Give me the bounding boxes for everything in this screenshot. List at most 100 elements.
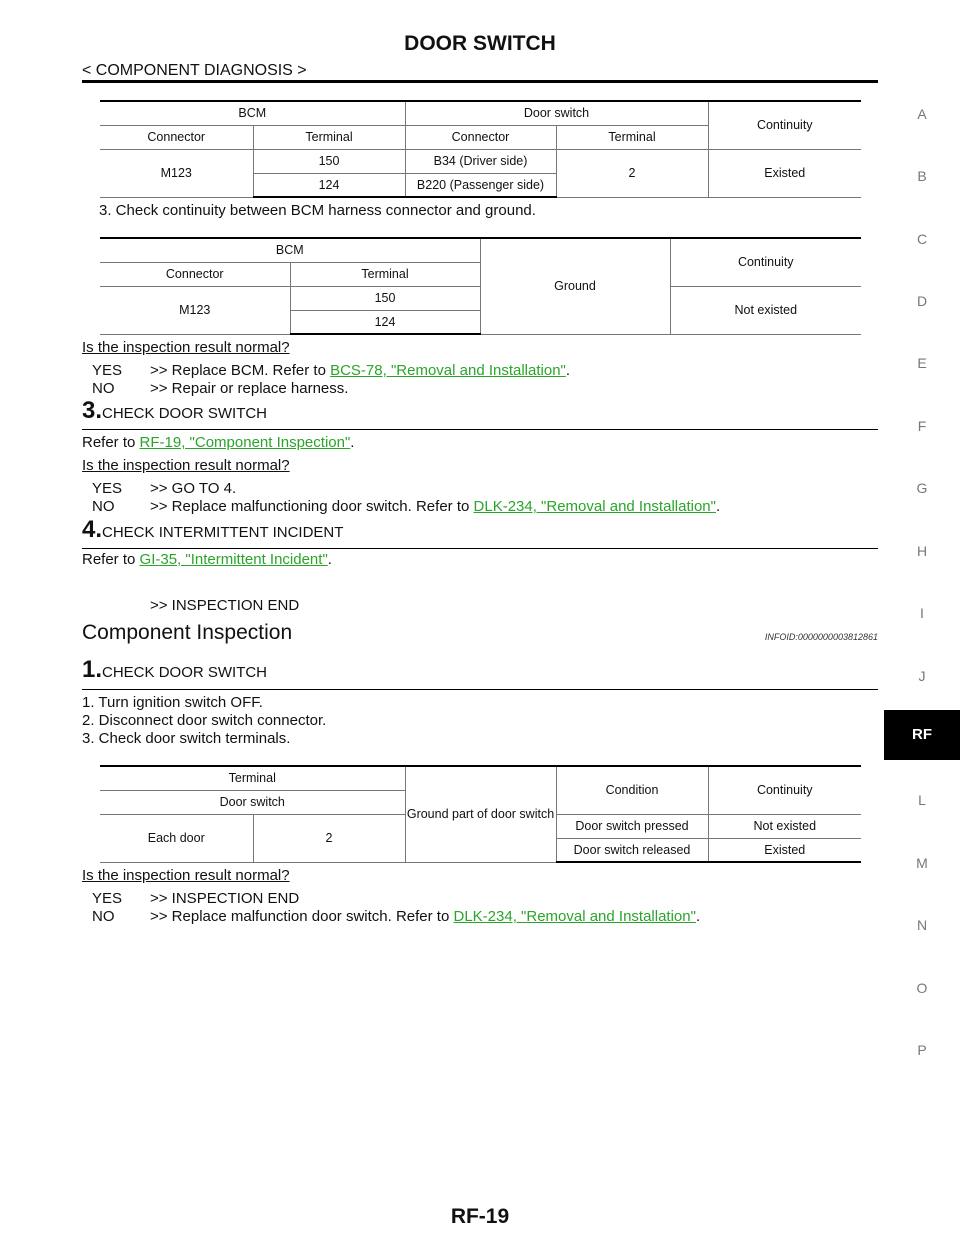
side-index-e[interactable]: E	[917, 355, 927, 371]
header-terminal: Terminal	[100, 765, 405, 791]
side-index-j[interactable]: J	[918, 668, 926, 684]
door-switch-terminal-cell: 2	[555, 149, 708, 198]
punct: .	[695, 908, 701, 925]
link-rf-19[interactable]: RF-19, "Component Inspection"	[139, 434, 351, 451]
no-option: NO	[92, 498, 115, 516]
header-connector: Connector	[100, 262, 290, 287]
table-row: 124	[100, 310, 861, 335]
no-label: NO	[92, 498, 115, 515]
terminal-cell: 2	[252, 814, 405, 863]
no-action: >> Replace malfunction door switch. Refe…	[150, 908, 700, 926]
step-title: CHECK DOOR SWITCH	[102, 664, 268, 681]
yes-option: YES	[92, 480, 122, 498]
no-option: NO	[92, 380, 115, 398]
header-terminal: Terminal	[252, 125, 405, 150]
step-3-heading: 3.CHECK DOOR SWITCH	[82, 397, 878, 430]
yes-option: YES	[92, 890, 122, 908]
question-normal: Is the inspection result normal?	[82, 339, 290, 356]
instruction-item: 3. Check door switch terminals.	[82, 730, 291, 747]
no-action: >> Replace malfunctioning door switch. R…	[150, 498, 720, 516]
side-index-b[interactable]: B	[917, 168, 927, 184]
no-label: NO	[92, 908, 115, 925]
bcm-door-switch-continuity-table: BCM Door switch Continuity Connector Ter…	[100, 100, 861, 198]
side-index-m[interactable]: M	[916, 855, 928, 871]
step-number: 4.	[82, 516, 103, 543]
instruction-item: 1. Turn ignition switch OFF.	[82, 694, 263, 711]
step-1-heading: 1.CHECK DOOR SWITCH	[82, 656, 878, 690]
bcm-terminal-cell: 150	[252, 149, 405, 174]
refer-prefix: Refer to	[82, 551, 140, 568]
header-bcm: BCM	[100, 237, 480, 263]
bcm-ground-continuity-table: BCM Ground Continuity Connector Terminal…	[100, 237, 861, 335]
header-bcm: BCM	[100, 100, 405, 126]
side-index-d[interactable]: D	[916, 293, 928, 309]
link-bcs-78[interactable]: BCS-78, "Removal and Installation"	[330, 362, 566, 379]
step3-instruction: 3. Check continuity between BCM harness …	[99, 202, 536, 219]
header-condition: Condition	[555, 765, 708, 815]
step-title: CHECK INTERMITTENT INCIDENT	[102, 524, 344, 541]
header-rule	[82, 80, 878, 83]
refer-component-inspection: Refer to RF-19, "Component Inspection".	[82, 434, 354, 452]
refer-prefix: Refer to	[82, 434, 140, 451]
side-index-a[interactable]: A	[917, 106, 927, 122]
side-index-rf-active[interactable]: RF	[884, 710, 960, 760]
question-normal: Is the inspection result normal?	[82, 867, 290, 884]
side-index-o[interactable]: O	[916, 980, 928, 996]
yes-label: YES	[92, 890, 123, 907]
header-ground-part: Ground part of door switch	[404, 765, 556, 863]
question-normal: Is the inspection result normal?	[82, 457, 290, 474]
bcm-terminal-cell: 124	[289, 310, 480, 335]
step-title: CHECK DOOR SWITCH	[102, 405, 268, 422]
door-switch-connector-cell: B220 (Passenger side)	[404, 173, 556, 198]
side-index-n[interactable]: N	[916, 917, 928, 933]
yes-option: YES	[92, 362, 122, 380]
bcm-connector-cell: M123	[100, 286, 290, 335]
header-connector: Connector	[404, 125, 556, 150]
side-index-c[interactable]: C	[916, 231, 928, 247]
punct: .	[715, 498, 721, 515]
punct: .	[350, 434, 355, 451]
yes-action: >> GO TO 4.	[150, 480, 237, 497]
link-gi-35[interactable]: GI-35, "Intermittent Incident"	[139, 551, 328, 568]
header-door-switch: Door switch	[100, 790, 405, 815]
step-4-heading: 4.CHECK INTERMITTENT INCIDENT	[82, 516, 878, 549]
page-title: DOOR SWITCH	[404, 32, 556, 55]
header-door-switch: Door switch	[404, 100, 708, 126]
side-index-h[interactable]: H	[916, 543, 928, 559]
header-continuity: Continuity	[669, 237, 861, 287]
no-action: >> Repair or replace harness.	[150, 380, 349, 397]
side-index-l[interactable]: L	[918, 792, 926, 808]
table-row: 124 B220 (Passenger side)	[100, 173, 861, 198]
each-door-cell: Each door	[100, 814, 253, 863]
side-index-p[interactable]: P	[917, 1042, 927, 1058]
table-row: M123 150 B34 (Driver side) 2 Existed	[100, 149, 861, 198]
inspection-end: >> INSPECTION END	[150, 597, 300, 614]
yes-label: YES	[92, 480, 123, 497]
side-index-i[interactable]: I	[920, 605, 924, 621]
punct: .	[565, 362, 571, 379]
door-switch-connector-cell: B34 (Driver side)	[404, 149, 556, 174]
punct: .	[327, 551, 332, 568]
link-dlk-234[interactable]: DLK-234, "Removal and Installation"	[453, 908, 696, 925]
yes-action: >> INSPECTION END	[150, 890, 300, 907]
page-subtitle: < COMPONENT DIAGNOSIS >	[82, 62, 307, 79]
bcm-connector-cell: M123	[100, 149, 253, 198]
door-switch-terminal-table: Terminal Ground part of door switch Cond…	[100, 765, 861, 863]
header-terminal: Terminal	[555, 125, 708, 150]
yes-action: >> Replace BCM. Refer to BCS-78, "Remova…	[150, 362, 570, 380]
condition-cell: Door switch pressed	[555, 814, 708, 839]
info-id: INFOID:0000000003812861	[764, 632, 878, 642]
section-title: Component Inspection	[82, 621, 293, 644]
no-option: NO	[92, 908, 115, 926]
side-index-g[interactable]: G	[916, 480, 928, 496]
side-index-f[interactable]: F	[917, 418, 927, 434]
no-label: NO	[92, 380, 115, 397]
instruction-item: 2. Disconnect door switch connector.	[82, 712, 327, 729]
no-action-text: >> Replace malfunctioning door switch. R…	[150, 498, 474, 515]
header-terminal: Terminal	[289, 262, 480, 287]
link-dlk-234[interactable]: DLK-234, "Removal and Installation"	[473, 498, 716, 515]
bcm-terminal-cell: 150	[289, 286, 480, 311]
continuity-cell: Not existed	[707, 814, 861, 839]
table-row: Each door 2 Door switch pressed Not exis…	[100, 814, 861, 863]
page-number: RF-19	[450, 1205, 510, 1228]
